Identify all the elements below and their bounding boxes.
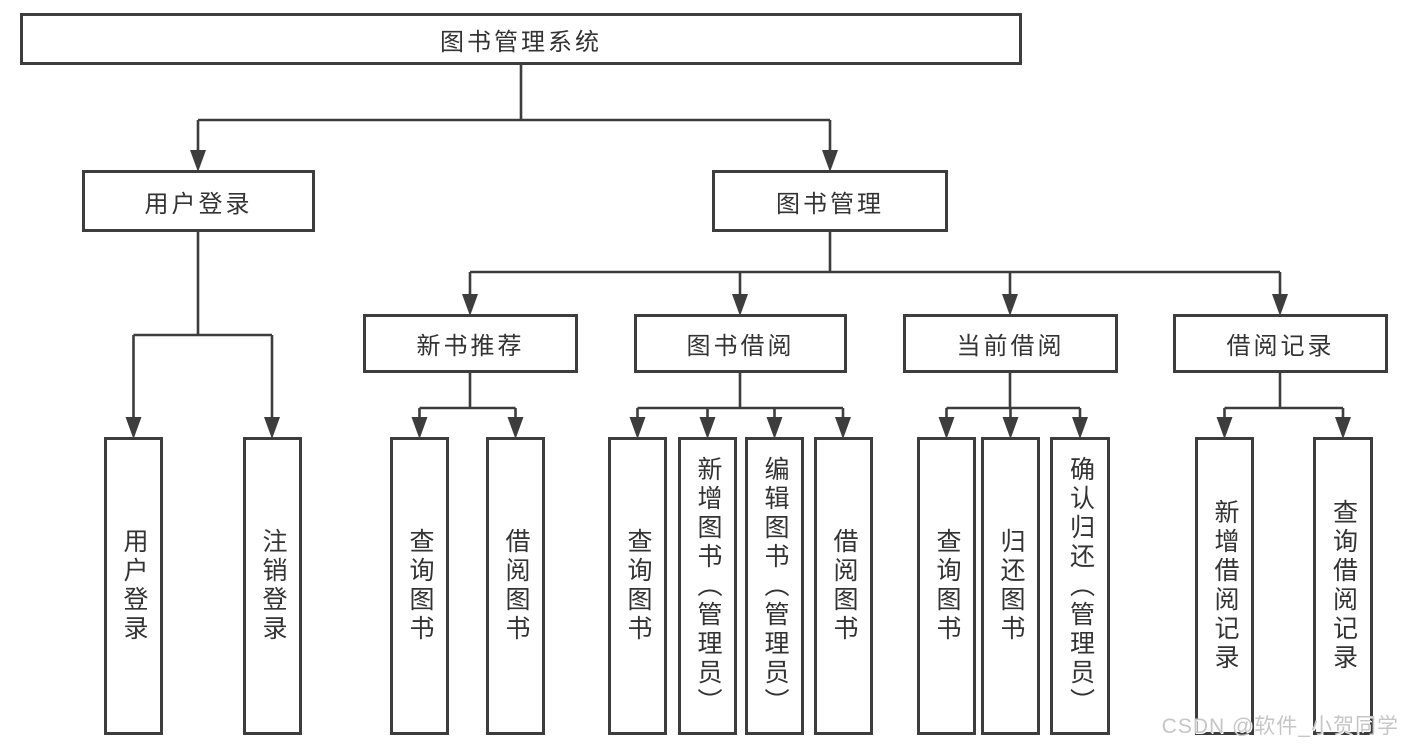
node-label: 图书借阅	[686, 333, 795, 360]
node-label: 新增借阅记录	[1211, 499, 1239, 673]
node-root: 图书管理系统	[20, 13, 1022, 65]
node-label: 借阅记录	[1226, 333, 1335, 360]
node-leaf-query-books-recommend: 查询图书	[390, 437, 449, 735]
watermark: CSDN @软件_小贺同学	[1161, 715, 1399, 738]
node-leaf-confirm-return-admin: 确认归还（管理员）	[1050, 437, 1110, 735]
node-leaf-add-borrow-record: 新增借阅记录	[1195, 437, 1254, 735]
node-leaf-user-login: 用户登录	[104, 437, 163, 735]
node-label: 归还图书	[997, 528, 1025, 644]
node-label: 图书管理系统	[440, 28, 602, 56]
node-label: 图书管理	[776, 190, 884, 218]
node-label: 当前借阅	[956, 333, 1065, 360]
node-leaf-add-books-admin: 新增图书（管理员）	[678, 437, 737, 735]
node-label: 借阅图书	[830, 528, 858, 644]
node-label: 确认归还（管理员）	[1066, 455, 1095, 717]
node-leaf-borrow-books: 借阅图书	[814, 437, 873, 735]
node-leaf-logout: 注销登录	[243, 437, 302, 735]
node-label: 用户登录	[144, 190, 253, 218]
node-leaf-edit-books-admin: 编辑图书（管理员）	[745, 437, 804, 735]
node-label: 新书推荐	[416, 333, 525, 360]
node-label: 查询图书	[933, 528, 961, 644]
node-book-borrow: 图书借阅	[634, 314, 847, 373]
node-leaf-query-books-borrow: 查询图书	[608, 437, 667, 735]
node-label: 查询图书	[406, 528, 434, 644]
node-leaf-borrow-books-recommend: 借阅图书	[486, 437, 545, 735]
node-label: 编辑图书（管理员）	[761, 455, 789, 717]
node-label: 借阅图书	[502, 528, 530, 644]
node-current-borrow: 当前借阅	[903, 314, 1118, 373]
node-user-login: 用户登录	[82, 170, 315, 232]
node-borrow-records: 借阅记录	[1173, 314, 1388, 373]
node-label: 新增图书（管理员）	[694, 455, 722, 717]
node-label: 用户登录	[120, 528, 148, 644]
node-new-book-recommend: 新书推荐	[363, 314, 578, 373]
node-book-management: 图书管理	[712, 170, 948, 232]
node-label: 查询图书	[624, 528, 652, 644]
node-label: 注销登录	[259, 528, 287, 644]
node-leaf-query-books-current: 查询图书	[917, 437, 976, 735]
node-label: 查询借阅记录	[1329, 499, 1358, 673]
node-leaf-query-borrow-record: 查询借阅记录	[1313, 437, 1373, 735]
node-leaf-return-books: 归还图书	[981, 437, 1040, 735]
